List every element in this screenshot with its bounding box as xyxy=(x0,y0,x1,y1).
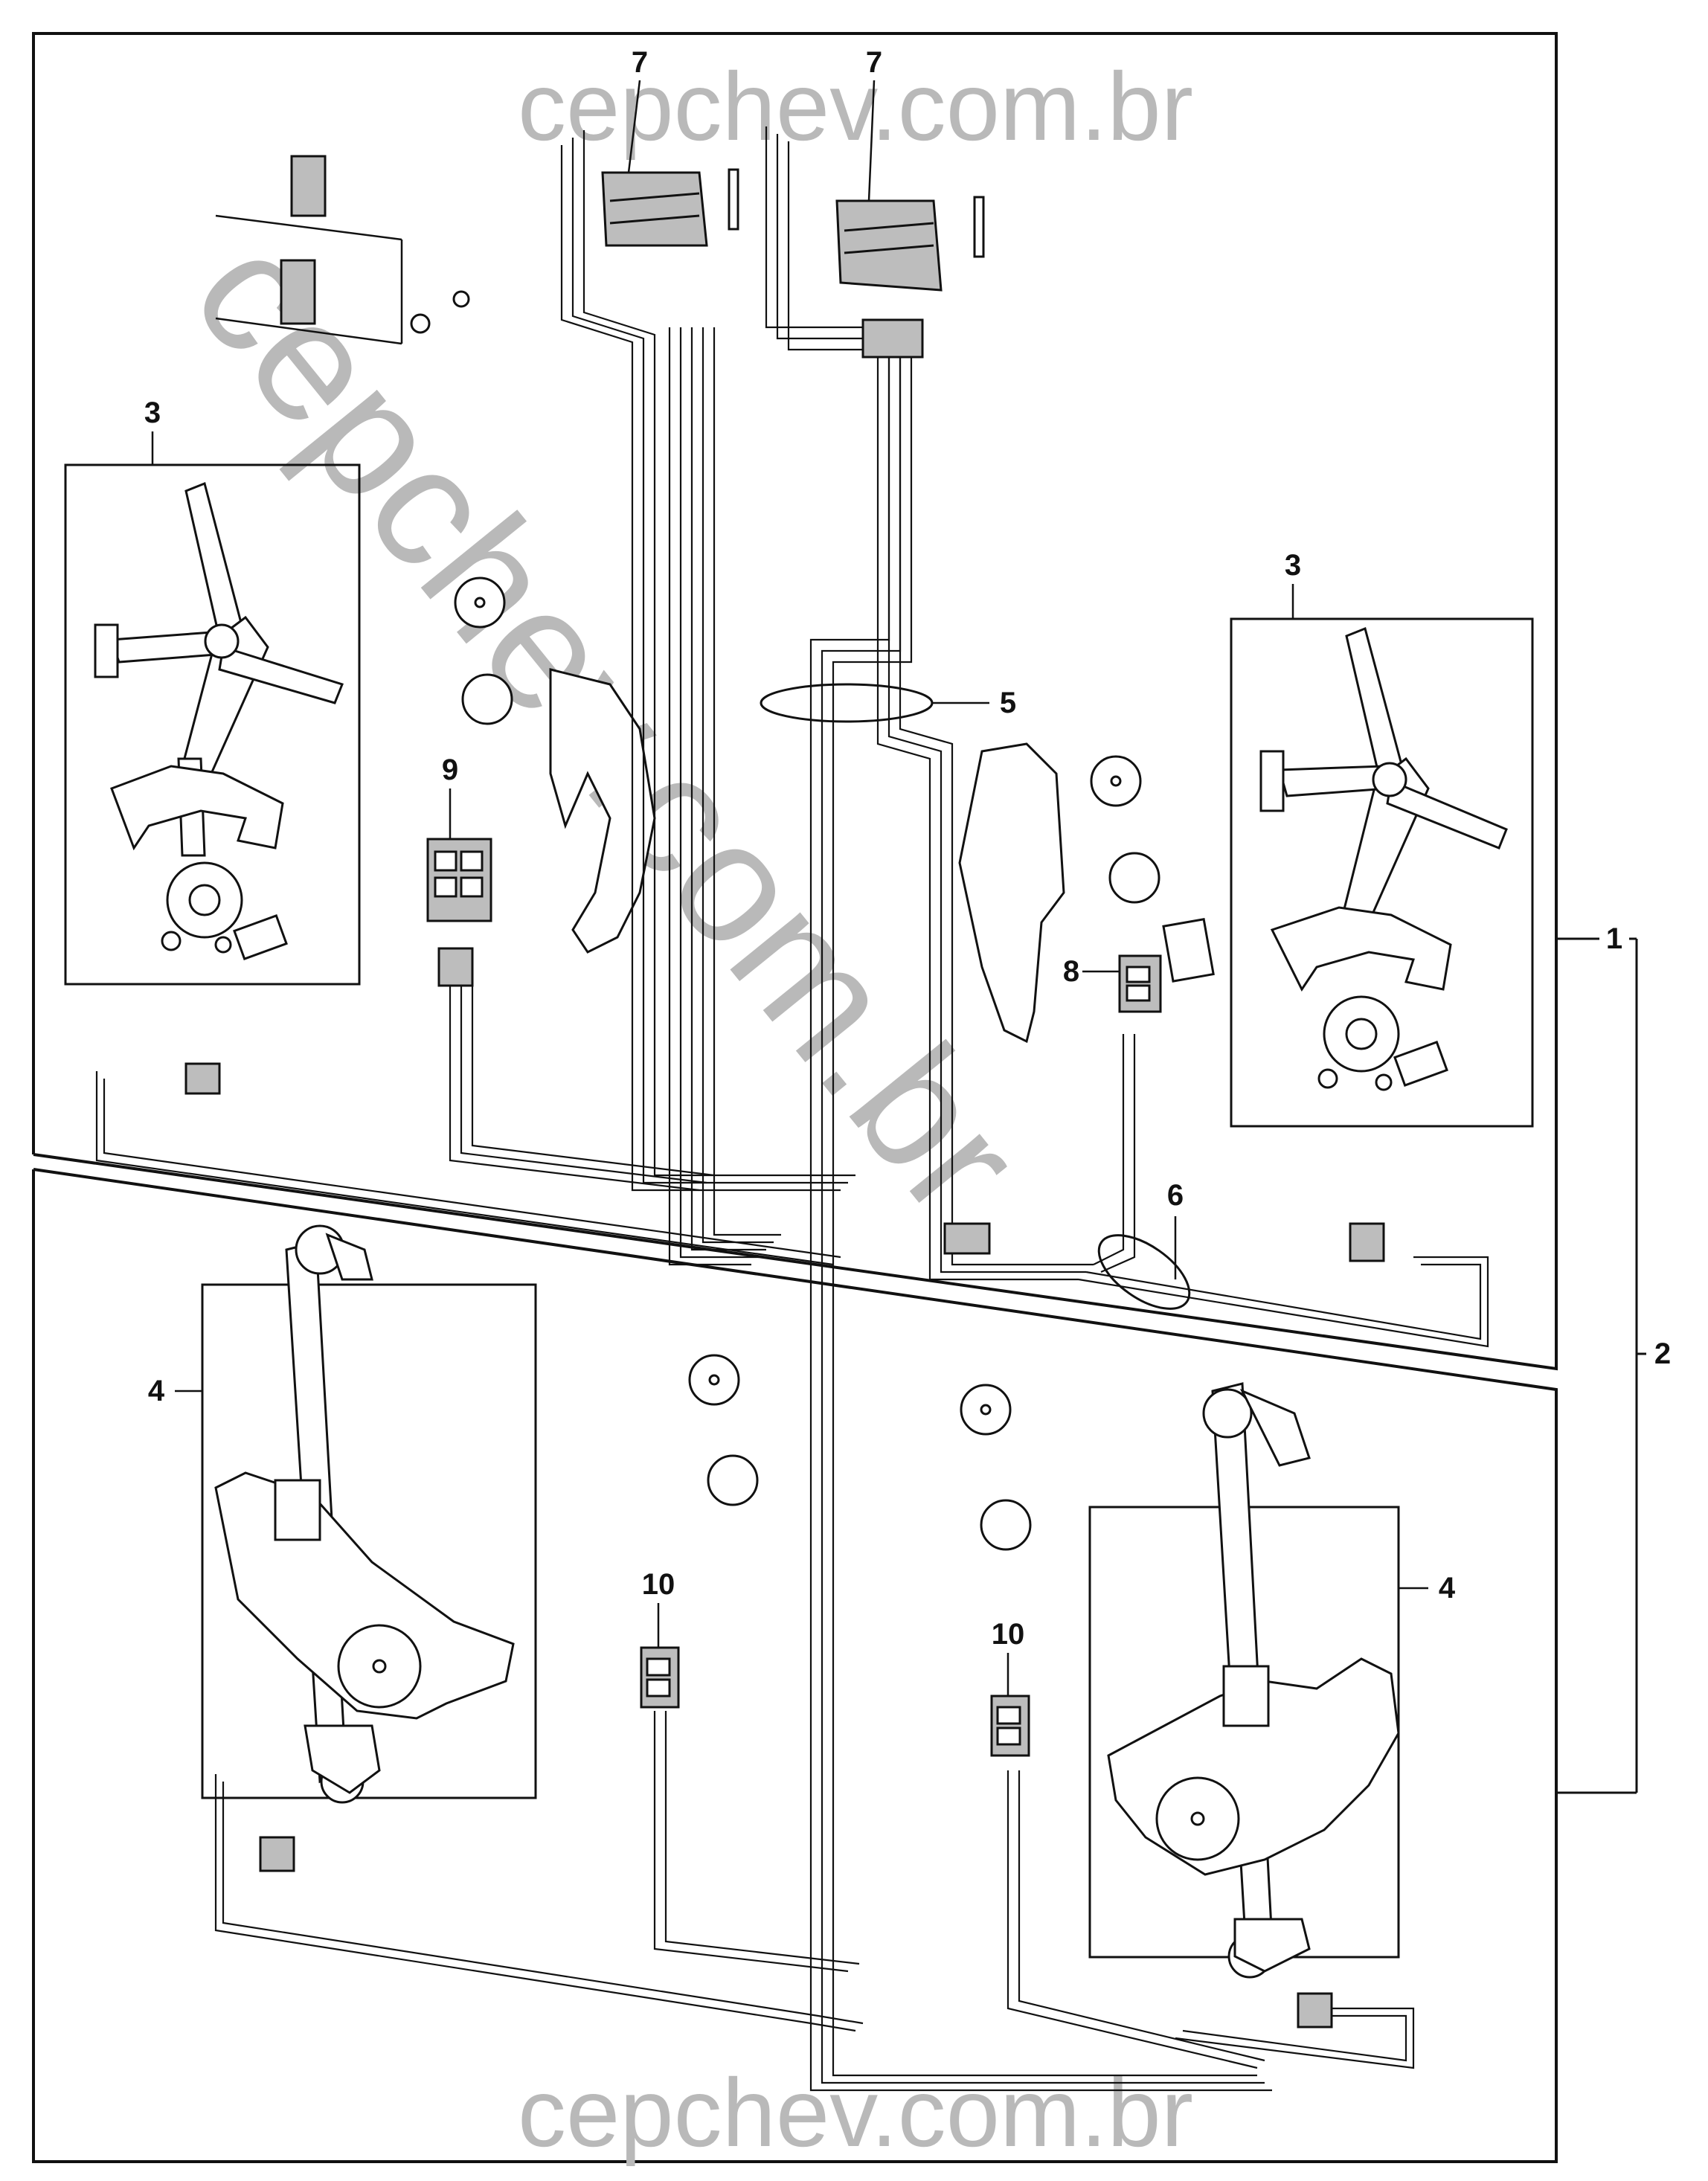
panel-front-doors xyxy=(32,32,1558,1371)
grommets xyxy=(454,576,1160,1551)
callout-2: 2 xyxy=(1654,1337,1671,1370)
callout-8: 8 xyxy=(1063,955,1079,988)
callout-7-right: 7 xyxy=(866,46,882,79)
rear-left-regulator-box xyxy=(201,1283,537,1799)
callout-10-left: 10 xyxy=(642,1568,675,1601)
callout-4-right: 4 xyxy=(1439,1572,1456,1605)
rear-right-window-regulator xyxy=(1107,1382,1400,1979)
door-clips xyxy=(215,155,470,345)
front-left-door-trim-bracket xyxy=(549,668,656,954)
panel-rear-doors xyxy=(32,1168,1558,2163)
watermark-top: cepchev.com.br xyxy=(518,52,1193,161)
window-switch-module-left xyxy=(601,168,739,247)
callout-1: 1 xyxy=(1606,922,1622,955)
callout-6: 6 xyxy=(1167,1179,1184,1212)
front-right-door-trim-bracket xyxy=(958,742,1065,1044)
window-switch-module-right xyxy=(835,196,985,292)
callout-9: 9 xyxy=(442,754,458,786)
front-right-regulator-box xyxy=(1230,617,1534,1128)
watermark-bottom: cepchev.com.br xyxy=(518,2058,1193,2167)
window-switch-10-right xyxy=(990,1695,1030,1757)
window-switch-8 xyxy=(1118,917,1215,1013)
harness-connectors xyxy=(184,318,1385,2029)
callout-4-left: 4 xyxy=(148,1375,165,1407)
callout-3-right: 3 xyxy=(1285,549,1301,582)
callout-10-right: 10 xyxy=(992,1618,1025,1651)
callout-3-left: 3 xyxy=(144,396,161,429)
bracket-2 xyxy=(1556,1352,1646,1794)
bracket-1 xyxy=(1556,937,1638,1354)
front-left-window-regulator xyxy=(94,481,344,960)
callout-5: 5 xyxy=(1000,687,1016,719)
window-switch-9 xyxy=(426,838,492,922)
front-left-regulator-box xyxy=(64,463,361,986)
front-right-window-regulator xyxy=(1259,626,1508,1091)
wiring-harness xyxy=(95,126,1489,2092)
callout-7-left: 7 xyxy=(632,46,648,79)
rear-left-window-regulator xyxy=(214,1224,515,1804)
window-switch-10-left xyxy=(640,1646,680,1709)
